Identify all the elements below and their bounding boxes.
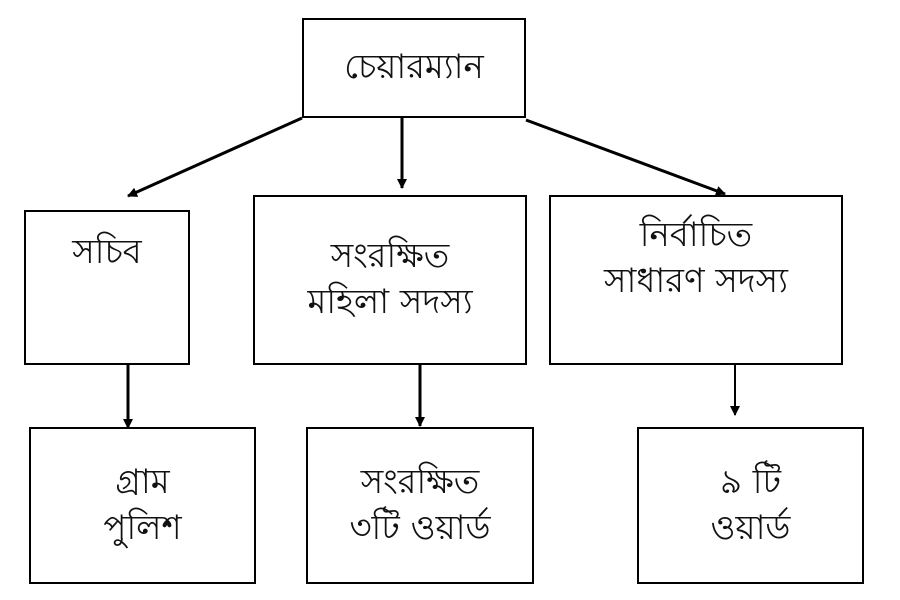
- node-elected-general-members: নির্বাচিত সাধারণ সদস্য: [549, 195, 843, 365]
- node-reserved-women-members-line-1: সংরক্ষিত: [330, 236, 450, 277]
- node-elected-general-members-line-2: সাধারণ সদস্য: [604, 260, 788, 301]
- node-secretary: সচিব: [24, 210, 190, 365]
- node-nine-wards: ৯ টি ওয়ার্ড: [637, 427, 864, 584]
- node-elected-general-members-line-1: নির্বাচিত: [639, 215, 753, 255]
- node-village-police: গ্রাম পুলিশ: [29, 427, 256, 584]
- node-reserved-women-members: সংরক্ষিত মহিলা সদস্য: [253, 195, 527, 365]
- node-reserved-women-members-line-2: মহিলা সদস্য: [307, 282, 473, 322]
- node-reserved-wards-line-1: সংরক্ষিত: [360, 461, 480, 502]
- node-reserved-wards-line-2: ৩টি ওয়ার্ড: [349, 507, 491, 548]
- node-village-police-line-2: পুলিশ: [103, 507, 182, 548]
- arrow-chairman-to-secretary: [127, 116, 303, 198]
- node-reserved-wards: সংরক্ষিত ৩টি ওয়ার্ড: [306, 427, 534, 584]
- node-nine-wards-line-1: ৯ টি: [719, 461, 782, 502]
- arrow-chairman-to-elected-general-members: [525, 118, 726, 196]
- node-secretary-line-1: সচিব: [72, 232, 142, 272]
- node-chairman: চেয়ারম্যান: [302, 18, 526, 118]
- node-village-police-line-1: গ্রাম: [115, 461, 170, 502]
- node-chairman-line-1: চেয়ারম্যান: [344, 47, 484, 88]
- node-nine-wards-line-2: ওয়ার্ড: [710, 507, 791, 548]
